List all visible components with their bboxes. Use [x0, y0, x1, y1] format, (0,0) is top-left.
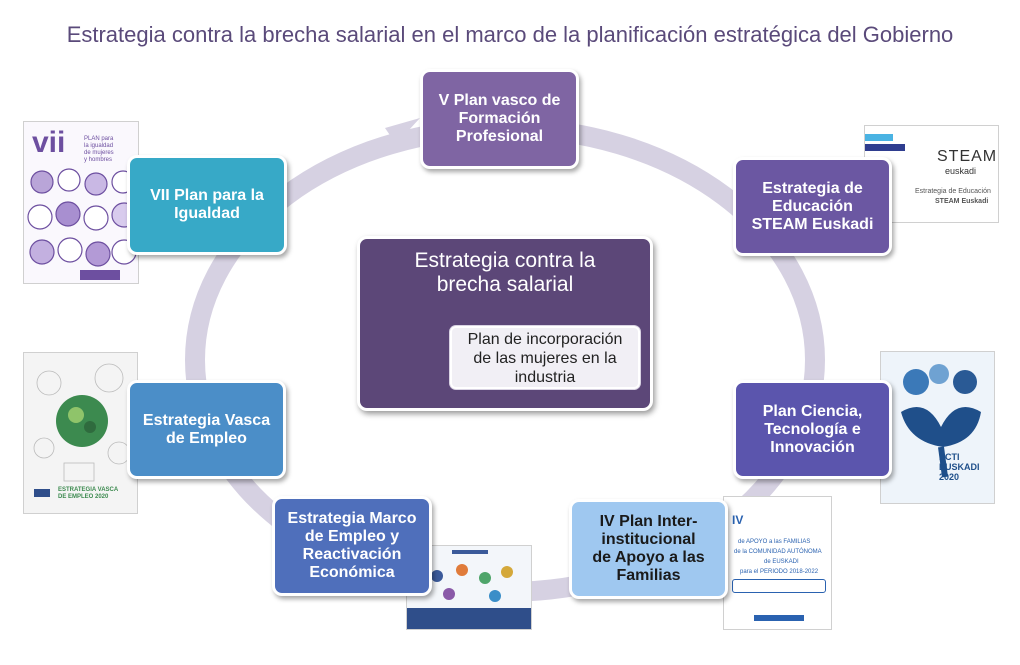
igualdad-cover-number: vii	[32, 126, 66, 159]
steam-cover-text: Estrategia de Educación	[915, 188, 991, 195]
igualdad-cover: vii PLAN para la igualdad de mujeres y h…	[23, 121, 139, 284]
pcti-cover-art	[881, 352, 994, 503]
empleo-vasca-cover-title: ESTRATEGIA VASCA DE EMPLEO 2020	[58, 487, 119, 500]
node-formacion-profesional[interactable]: V Plan vasco de Formación Profesional	[420, 69, 579, 169]
familias-cover-box	[732, 579, 826, 593]
center-subitem[interactable]: Plan de incorporación de las mujeres en …	[450, 326, 640, 389]
steam-cover-text2: STEAM Euskadi	[935, 198, 989, 205]
page-title: Estrategia contra la brecha salarial en …	[66, 22, 954, 47]
familias-cover: IV de APOYO a las FAMILIAS de la COMUNID…	[723, 496, 832, 630]
steam-cover-bar	[865, 144, 905, 151]
node-plan-igualdad[interactable]: VII Plan para la Igualdad	[127, 155, 287, 255]
node-empleo-reactivacion[interactable]: Estrategia Marco de Empleo y Reactivació…	[272, 496, 432, 596]
steam-cover-bar	[865, 134, 893, 141]
steam-cover-logo: STEAM	[937, 148, 998, 165]
empleo-vasca-cover: ESTRATEGIA VASCA DE EMPLEO 2020	[23, 352, 138, 514]
cycle-arrow-icon	[385, 118, 420, 144]
center-title: Estrategia contra la brecha salarial	[414, 249, 596, 296]
familias-cover-line: de EUSKADI	[764, 559, 799, 565]
familias-cover-logo	[754, 615, 804, 621]
familias-cover-number: IV	[732, 513, 744, 527]
node-steam-euskadi[interactable]: Estrategia de Educación STEAM Euskadi	[733, 157, 892, 256]
familias-cover-line: de la COMUNIDAD AUTÓNOMA	[734, 549, 822, 555]
empleo-vasca-cover-art	[24, 353, 137, 513]
familias-cover-line: de APOYO a las FAMILIAS	[738, 539, 811, 545]
igualdad-cover-art	[24, 122, 138, 283]
pcti-cover-title: PCTI EUSKADI 2020	[939, 452, 980, 482]
igualdad-cover-text: PLAN para la igualdad de mujeres y hombr…	[84, 136, 114, 163]
familias-cover-line: para el PERIODO 2018-2022	[740, 569, 819, 575]
node-apoyo-familias[interactable]: IV Plan Inter- institucional de Apoyo a …	[569, 499, 728, 599]
steam-cover-logo2: euskadi	[945, 166, 977, 176]
pcti-cover: PCTI EUSKADI 2020	[880, 351, 995, 504]
node-ciencia-tecnologia[interactable]: Plan Ciencia, Tecnología e Innovación	[733, 380, 892, 479]
node-estrategia-vasca-empleo[interactable]: Estrategia Vasca de Empleo	[127, 380, 286, 479]
